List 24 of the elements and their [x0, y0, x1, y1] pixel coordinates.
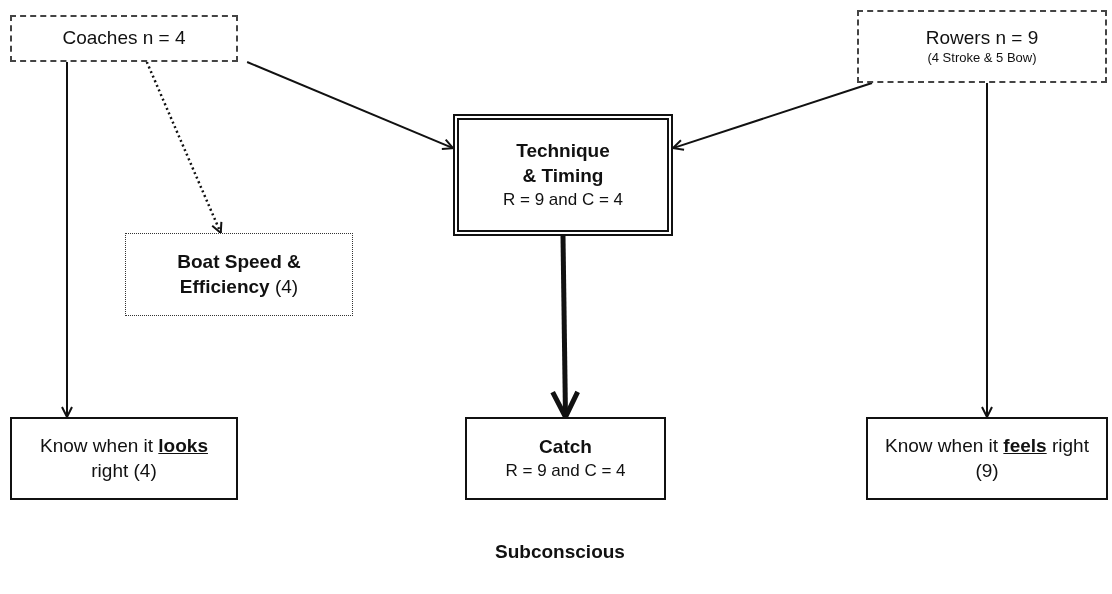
box-subtext: (4 Stroke & 5 Bow) [927, 50, 1037, 68]
arrow [246, 61, 454, 150]
process-box [10, 417, 238, 500]
box-subtext: R = 9 and C = 4 [505, 459, 626, 482]
process-box [866, 417, 1108, 500]
box-text: Boat Speed & Efficiency (4) [176, 249, 302, 299]
arrow [61, 61, 73, 418]
box-heading: Technique & Timing [515, 139, 611, 188]
dotted-arrow [145, 61, 223, 234]
box-heading: Catch [538, 435, 593, 460]
double-border-box [453, 114, 673, 236]
section-label: Subconscious [494, 541, 626, 563]
arrow [981, 82, 993, 418]
box-text: Know when it feels right (9) [884, 433, 1090, 483]
arrow [550, 235, 581, 420]
dashed-box [10, 15, 238, 62]
box-text: Rowers n = 9 [925, 25, 1039, 50]
arrow [672, 82, 873, 151]
dashed-box [857, 10, 1107, 83]
box-subtext: R = 9 and C = 4 [503, 188, 623, 211]
process-box [465, 417, 666, 500]
box-text: Know when it looks right (4) [39, 433, 209, 483]
dotted-box [125, 233, 353, 316]
box-text: Coaches n = 4 [62, 26, 186, 51]
